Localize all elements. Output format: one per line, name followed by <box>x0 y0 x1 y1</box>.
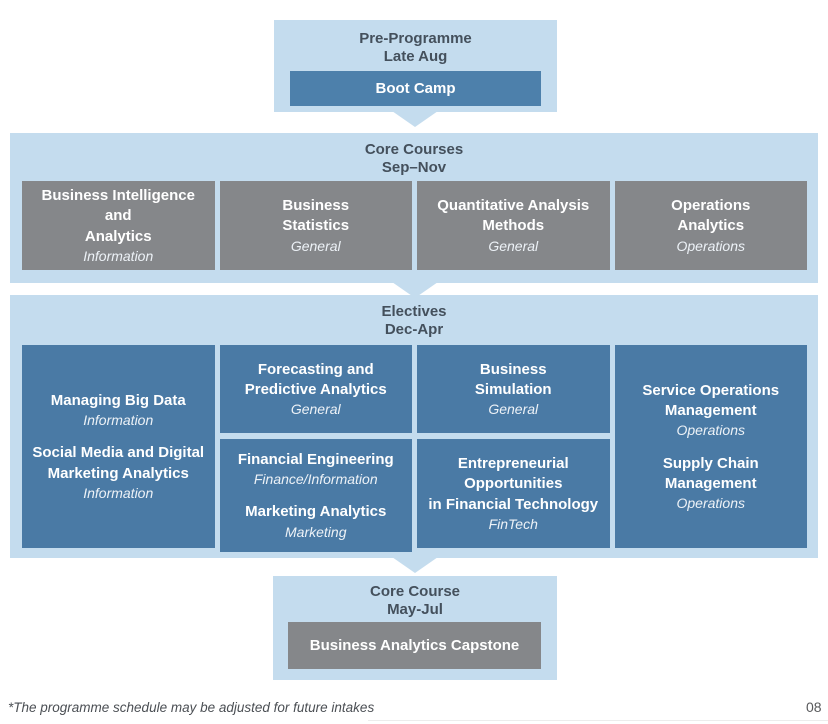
arrow-down-icon <box>392 557 438 573</box>
course-name: Service Operations Management <box>642 381 780 420</box>
course-name: Social Media and Digital Marketing Analy… <box>32 444 205 482</box>
section-header: Core Courses Sep–Nov <box>10 133 818 178</box>
course-category: Operations <box>676 495 745 511</box>
course-category: General <box>488 237 539 254</box>
course-category: General <box>290 237 341 254</box>
schedule-footnote: *The programme schedule may be adjusted … <box>8 700 375 715</box>
course-name: Forecasting and Predictive Analytics <box>244 360 387 398</box>
bottom-divider <box>368 720 828 721</box>
course-category: Information <box>83 247 154 264</box>
page-number: 08 <box>806 699 822 715</box>
section-title: Core Course <box>369 583 461 600</box>
course-name: Business Intelligence and Analytics <box>41 187 195 245</box>
course-category: Marketing <box>285 523 347 540</box>
course-box-operations-analytics: Operations Analytics Operations <box>614 181 807 270</box>
section-header: Core Course May-Jul <box>273 576 557 620</box>
course-box-big-data-social-media: Managing Big Data Information Social Med… <box>22 345 215 548</box>
course-name: Business Statistics <box>282 197 350 235</box>
course-entry: Social Media and Digital Marketing Analy… <box>32 443 204 502</box>
section-title: Pre-Programme <box>359 30 472 47</box>
course-entry: Supply Chain Management Operations <box>663 454 759 513</box>
course-name: Boot Camp <box>375 80 456 97</box>
section-header: Pre-Programme Late Aug <box>274 20 557 67</box>
course-name: Business Analytics Capstone <box>309 637 520 654</box>
course-box-fintech: Entrepreneurial Opportunities in Financi… <box>417 439 610 548</box>
electives-column-2: Forecasting and Predictive Analytics Gen… <box>219 345 412 552</box>
section-dates: Dec-Apr <box>384 321 444 339</box>
course-box-business-statistics: Business Statistics General <box>219 181 412 270</box>
electives-column-1: Managing Big Data Information Social Med… <box>22 345 215 548</box>
arrow-down-icon <box>392 282 438 298</box>
course-box-boot-camp: Boot Camp <box>290 71 541 106</box>
section-core-course-capstone: Core Course May-Jul Business Analytics C… <box>273 576 557 680</box>
course-box-quantitative-analysis: Quantitative Analysis Methods General <box>417 181 610 270</box>
section-title: Core Courses <box>364 141 464 158</box>
section-dates: Sep–Nov <box>381 159 447 177</box>
section-header: Electives Dec-Apr <box>10 295 818 340</box>
electives-column-4: Service Operations Management Operations… <box>614 345 807 548</box>
course-category: Information <box>83 412 154 429</box>
course-name: Financial Engineering <box>237 451 394 468</box>
course-category: General <box>488 401 539 418</box>
section-core-courses: Core Courses Sep–Nov Business Intelligen… <box>10 133 818 283</box>
course-category: General <box>290 401 341 418</box>
section-dates: Late Aug <box>383 48 448 66</box>
course-category: Operations <box>676 237 745 254</box>
course-name: Managing Big Data <box>50 391 186 409</box>
course-box-business-simulation: Business Simulation General <box>417 345 610 433</box>
course-name: Quantitative Analysis Methods <box>437 197 590 235</box>
course-category: Finance/Information <box>253 471 378 488</box>
course-name: Marketing Analytics <box>245 503 387 521</box>
course-box-forecasting: Forecasting and Predictive Analytics Gen… <box>219 345 412 433</box>
course-entry: Managing Big Data Information <box>51 391 186 429</box>
core-courses-row: Business Intelligence and Analytics Info… <box>22 181 807 270</box>
course-name: Business Simulation <box>474 360 552 398</box>
section-pre-programme: Pre-Programme Late Aug Boot Camp <box>274 20 557 112</box>
course-name: Entrepreneurial Opportunities in Financi… <box>428 455 599 513</box>
electives-column-3: Business Simulation General Entrepreneur… <box>417 345 610 548</box>
course-entry: Marketing Analytics Marketing <box>245 502 386 540</box>
course-box-capstone: Business Analytics Capstone <box>288 622 541 669</box>
course-entry: Financial Engineering Finance/Informatio… <box>238 450 394 488</box>
section-electives: Electives Dec-Apr Managing Big Data Info… <box>10 295 818 558</box>
arrow-down-icon <box>392 111 438 127</box>
electives-grid: Managing Big Data Information Social Med… <box>22 345 807 552</box>
section-dates: May-Jul <box>387 601 443 619</box>
course-entry: Service Operations Management Operations <box>642 381 779 440</box>
section-title: Electives <box>381 303 447 320</box>
course-category: Information <box>83 484 154 501</box>
course-category: Operations <box>676 422 745 439</box>
course-box-business-intelligence: Business Intelligence and Analytics Info… <box>22 181 215 270</box>
course-name: Supply Chain Management <box>662 454 759 492</box>
course-box-service-supply: Service Operations Management Operations… <box>614 345 807 548</box>
course-box-financial-marketing: Financial Engineering Finance/Informatio… <box>219 439 412 552</box>
course-name: Operations Analytics <box>671 197 751 235</box>
course-category: FinTech <box>488 515 538 532</box>
